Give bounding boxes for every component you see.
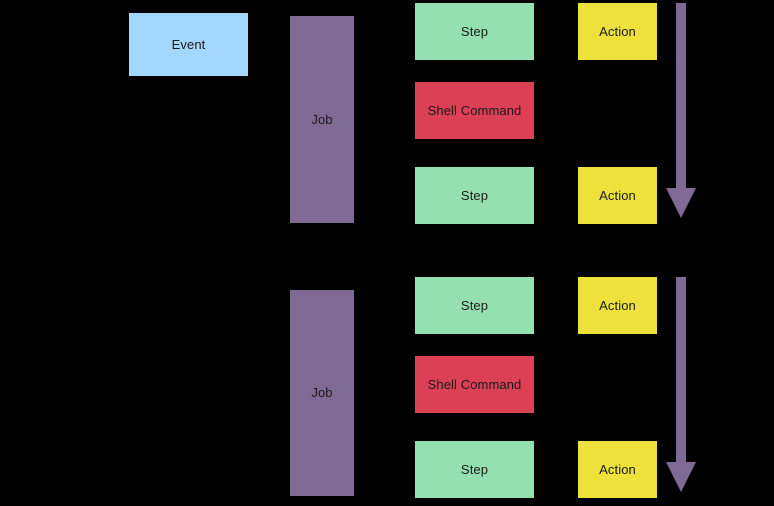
node-job-2[interactable]: Job	[290, 290, 354, 496]
node-label-action-1: Action	[599, 23, 636, 39]
node-label-step-4: Step	[460, 461, 489, 477]
node-action-2[interactable]: Action	[578, 167, 657, 224]
node-job-1[interactable]: Job	[290, 16, 354, 223]
flow-arrow-1	[666, 3, 696, 218]
flow-arrow-2	[666, 277, 696, 492]
node-label-step-2: Step	[460, 187, 489, 203]
node-action-4[interactable]: Action	[578, 441, 657, 498]
node-label-shell-1: Shell Command	[427, 102, 522, 118]
node-action-1[interactable]: Action	[578, 3, 657, 60]
node-shell-1[interactable]: Shell Command	[415, 82, 534, 139]
node-label-shell-2: Shell Command	[427, 376, 522, 392]
node-label-step-1: Step	[460, 23, 489, 39]
node-label-action-3: Action	[599, 297, 636, 313]
node-label-job-2: Job	[311, 385, 333, 401]
node-event-1[interactable]: Event	[129, 13, 248, 76]
node-step-3[interactable]: Step	[415, 277, 534, 334]
node-label-job-1: Job	[311, 111, 333, 127]
node-label-step-3: Step	[460, 297, 489, 313]
node-label-action-2: Action	[599, 187, 636, 203]
node-step-1[interactable]: Step	[415, 3, 534, 60]
node-step-4[interactable]: Step	[415, 441, 534, 498]
node-shell-2[interactable]: Shell Command	[415, 356, 534, 413]
node-label-action-4: Action	[599, 461, 636, 477]
node-action-3[interactable]: Action	[578, 277, 657, 334]
node-step-2[interactable]: Step	[415, 167, 534, 224]
node-label-event-1: Event	[171, 36, 206, 52]
